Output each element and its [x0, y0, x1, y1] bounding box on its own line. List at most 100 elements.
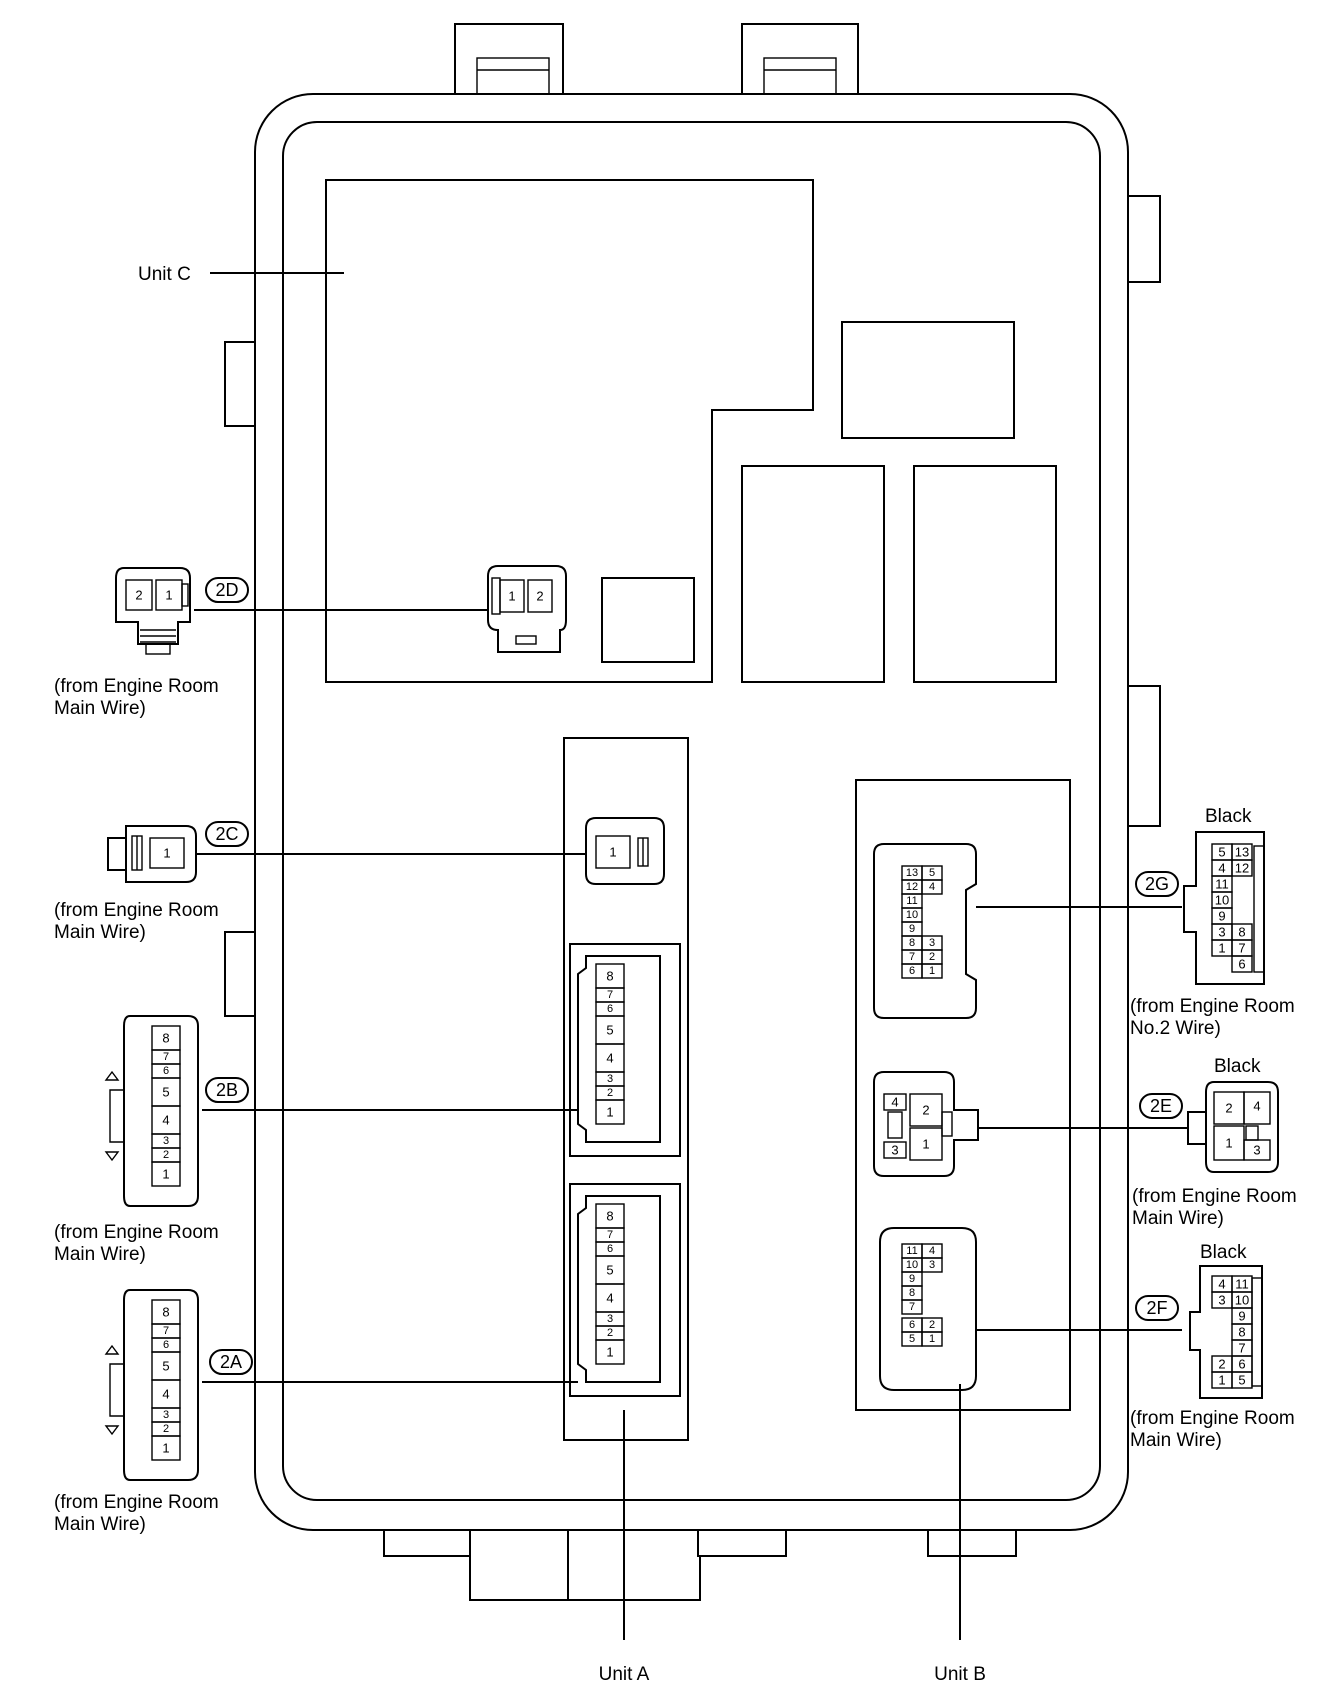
- pin-4-pin-label: 4: [929, 1245, 935, 1257]
- pin-1-pin-cell: [921, 963, 943, 979]
- pin-4-pin-label: 4: [162, 1387, 169, 1402]
- connector-2d-source-line1: (from Engine Room: [54, 676, 219, 697]
- pin-5-pin-label: 5: [606, 1023, 613, 1038]
- pin-2-pin-label: 2: [929, 1319, 935, 1331]
- pin-3-pin-label: 3: [607, 1073, 613, 1085]
- pin-8-pin-label: 8: [162, 1031, 169, 1046]
- pin-3-pin-label: 3: [929, 1259, 935, 1271]
- pin-4-pin-label: 4: [1218, 1277, 1225, 1292]
- pin-1-pin-label: 1: [606, 1105, 613, 1120]
- connector-2g-source-line2: No.2 Wire): [1130, 1018, 1221, 1039]
- pin-12-pin-label: 12: [906, 881, 918, 893]
- pin-11-pin-label: 11: [1215, 877, 1229, 892]
- tag-2a: 2A: [209, 1349, 253, 1375]
- svg-text:2: 2: [1225, 1101, 1232, 1116]
- pin-3-pin-label: 3: [1218, 1293, 1225, 1308]
- pin-8-pin-label: 8: [909, 1287, 915, 1299]
- pin-6-pin-label: 6: [909, 1319, 915, 1331]
- tag-2c: 2C: [205, 821, 249, 847]
- pin-9-pin-label: 9: [909, 1273, 915, 1285]
- relay-block-housing: [224, 23, 1161, 1601]
- pin-13-pin-label: 13: [906, 867, 918, 879]
- pin-1-pin-label: 1: [606, 1345, 613, 1360]
- pin-10-pin-label: 10: [1235, 1293, 1249, 1308]
- pin-6-pin-label: 6: [163, 1065, 169, 1077]
- pin-5-pin-label: 5: [1238, 1373, 1245, 1388]
- pin-11-pin-label: 11: [906, 1245, 917, 1257]
- pin-7-pin-cell: [901, 1299, 923, 1315]
- svg-text:1: 1: [508, 589, 515, 604]
- pin-4-pin-label: 4: [1218, 861, 1225, 876]
- pin-5-pin-label: 5: [909, 1333, 915, 1345]
- tag-2d: 2D: [205, 577, 249, 603]
- pin-8-pin-label: 8: [1238, 1325, 1245, 1340]
- connector-2e: 2 4 1 3: [1187, 1081, 1279, 1173]
- pin-3-pin-label: 3: [163, 1135, 169, 1147]
- pin-8-pin-label: 8: [162, 1305, 169, 1320]
- pin-9-pin-label: 9: [1238, 1309, 1245, 1324]
- svg-text:1: 1: [1225, 1136, 1232, 1151]
- socket-2f: [879, 1227, 977, 1391]
- pin-6-pin-cell: [1231, 955, 1253, 973]
- pin-3-pin-label: 3: [607, 1313, 613, 1325]
- pin-1-pin-label: 1: [929, 965, 935, 977]
- pin-5-pin-label: 5: [929, 867, 935, 879]
- pin-1-pin-cell: [921, 1331, 943, 1347]
- pin-2-pin-label: 2: [607, 1327, 613, 1339]
- svg-text:1: 1: [609, 845, 616, 860]
- pin-6-pin-label: 6: [1238, 957, 1245, 972]
- pin-12-pin-label: 12: [1235, 861, 1249, 876]
- pin-4-pin-label: 4: [929, 881, 935, 893]
- tag-2g: 2G: [1135, 871, 1179, 897]
- pin-8-pin-label: 8: [606, 969, 613, 984]
- pin-6-pin-label: 6: [163, 1339, 169, 1351]
- unit-b-area: [855, 779, 1071, 1411]
- connector-2d-source-line2: Main Wire): [54, 698, 146, 719]
- svg-text:2: 2: [135, 588, 142, 603]
- pin-10-pin-label: 10: [906, 909, 918, 921]
- pin-5-pin-label: 5: [162, 1359, 169, 1374]
- svg-text:3: 3: [891, 1143, 898, 1158]
- pin-1-pin-cell: [595, 1339, 625, 1365]
- pin-1-pin-cell: [151, 1435, 181, 1461]
- pin-7-pin-label: 7: [163, 1051, 169, 1063]
- connector-2f-color: Black: [1200, 1242, 1247, 1263]
- pin-5-pin-label: 5: [1218, 845, 1225, 860]
- pin-2-pin-label: 2: [607, 1087, 613, 1099]
- socket-2e: 4 3 2 1: [873, 1071, 979, 1177]
- pin-1-pin-cell: [151, 1161, 181, 1187]
- svg-text:1: 1: [922, 1137, 929, 1152]
- pin-4-pin-label: 4: [606, 1291, 613, 1306]
- pin-7-pin-label: 7: [607, 1229, 613, 1241]
- connector-2c-source-line2: Main Wire): [54, 922, 146, 943]
- pin-5-pin-cell: [1231, 1371, 1253, 1389]
- connector-2d: 2 1: [115, 567, 191, 655]
- svg-text:2A: 2A: [220, 1352, 242, 1372]
- svg-text:1: 1: [163, 846, 170, 861]
- pin-1-pin-label: 1: [162, 1167, 169, 1182]
- socket-2c: 1: [585, 817, 665, 885]
- unit-c-label: Unit C: [138, 264, 191, 285]
- pin-13-pin-label: 13: [1235, 845, 1249, 860]
- connector-2c: 1: [107, 825, 197, 883]
- socket-2d: 1 2: [487, 565, 567, 653]
- connector-2e-source-line2: Main Wire): [1132, 1208, 1224, 1229]
- pin-8-pin-label: 8: [606, 1209, 613, 1224]
- pin-9-pin-label: 9: [909, 923, 915, 935]
- svg-text:4: 4: [891, 1095, 898, 1110]
- connector-2b-source-line1: (from Engine Room: [54, 1222, 219, 1243]
- pin-7-pin-label: 7: [1238, 1341, 1245, 1356]
- svg-text:2G: 2G: [1145, 874, 1169, 894]
- connector-2e-source-line1: (from Engine Room: [1132, 1186, 1297, 1207]
- svg-text:1: 1: [165, 588, 172, 603]
- svg-text:2: 2: [922, 1103, 929, 1118]
- pin-7-pin-label: 7: [909, 951, 915, 963]
- svg-text:2E: 2E: [1150, 1096, 1172, 1116]
- pin-7-pin-label: 7: [163, 1325, 169, 1337]
